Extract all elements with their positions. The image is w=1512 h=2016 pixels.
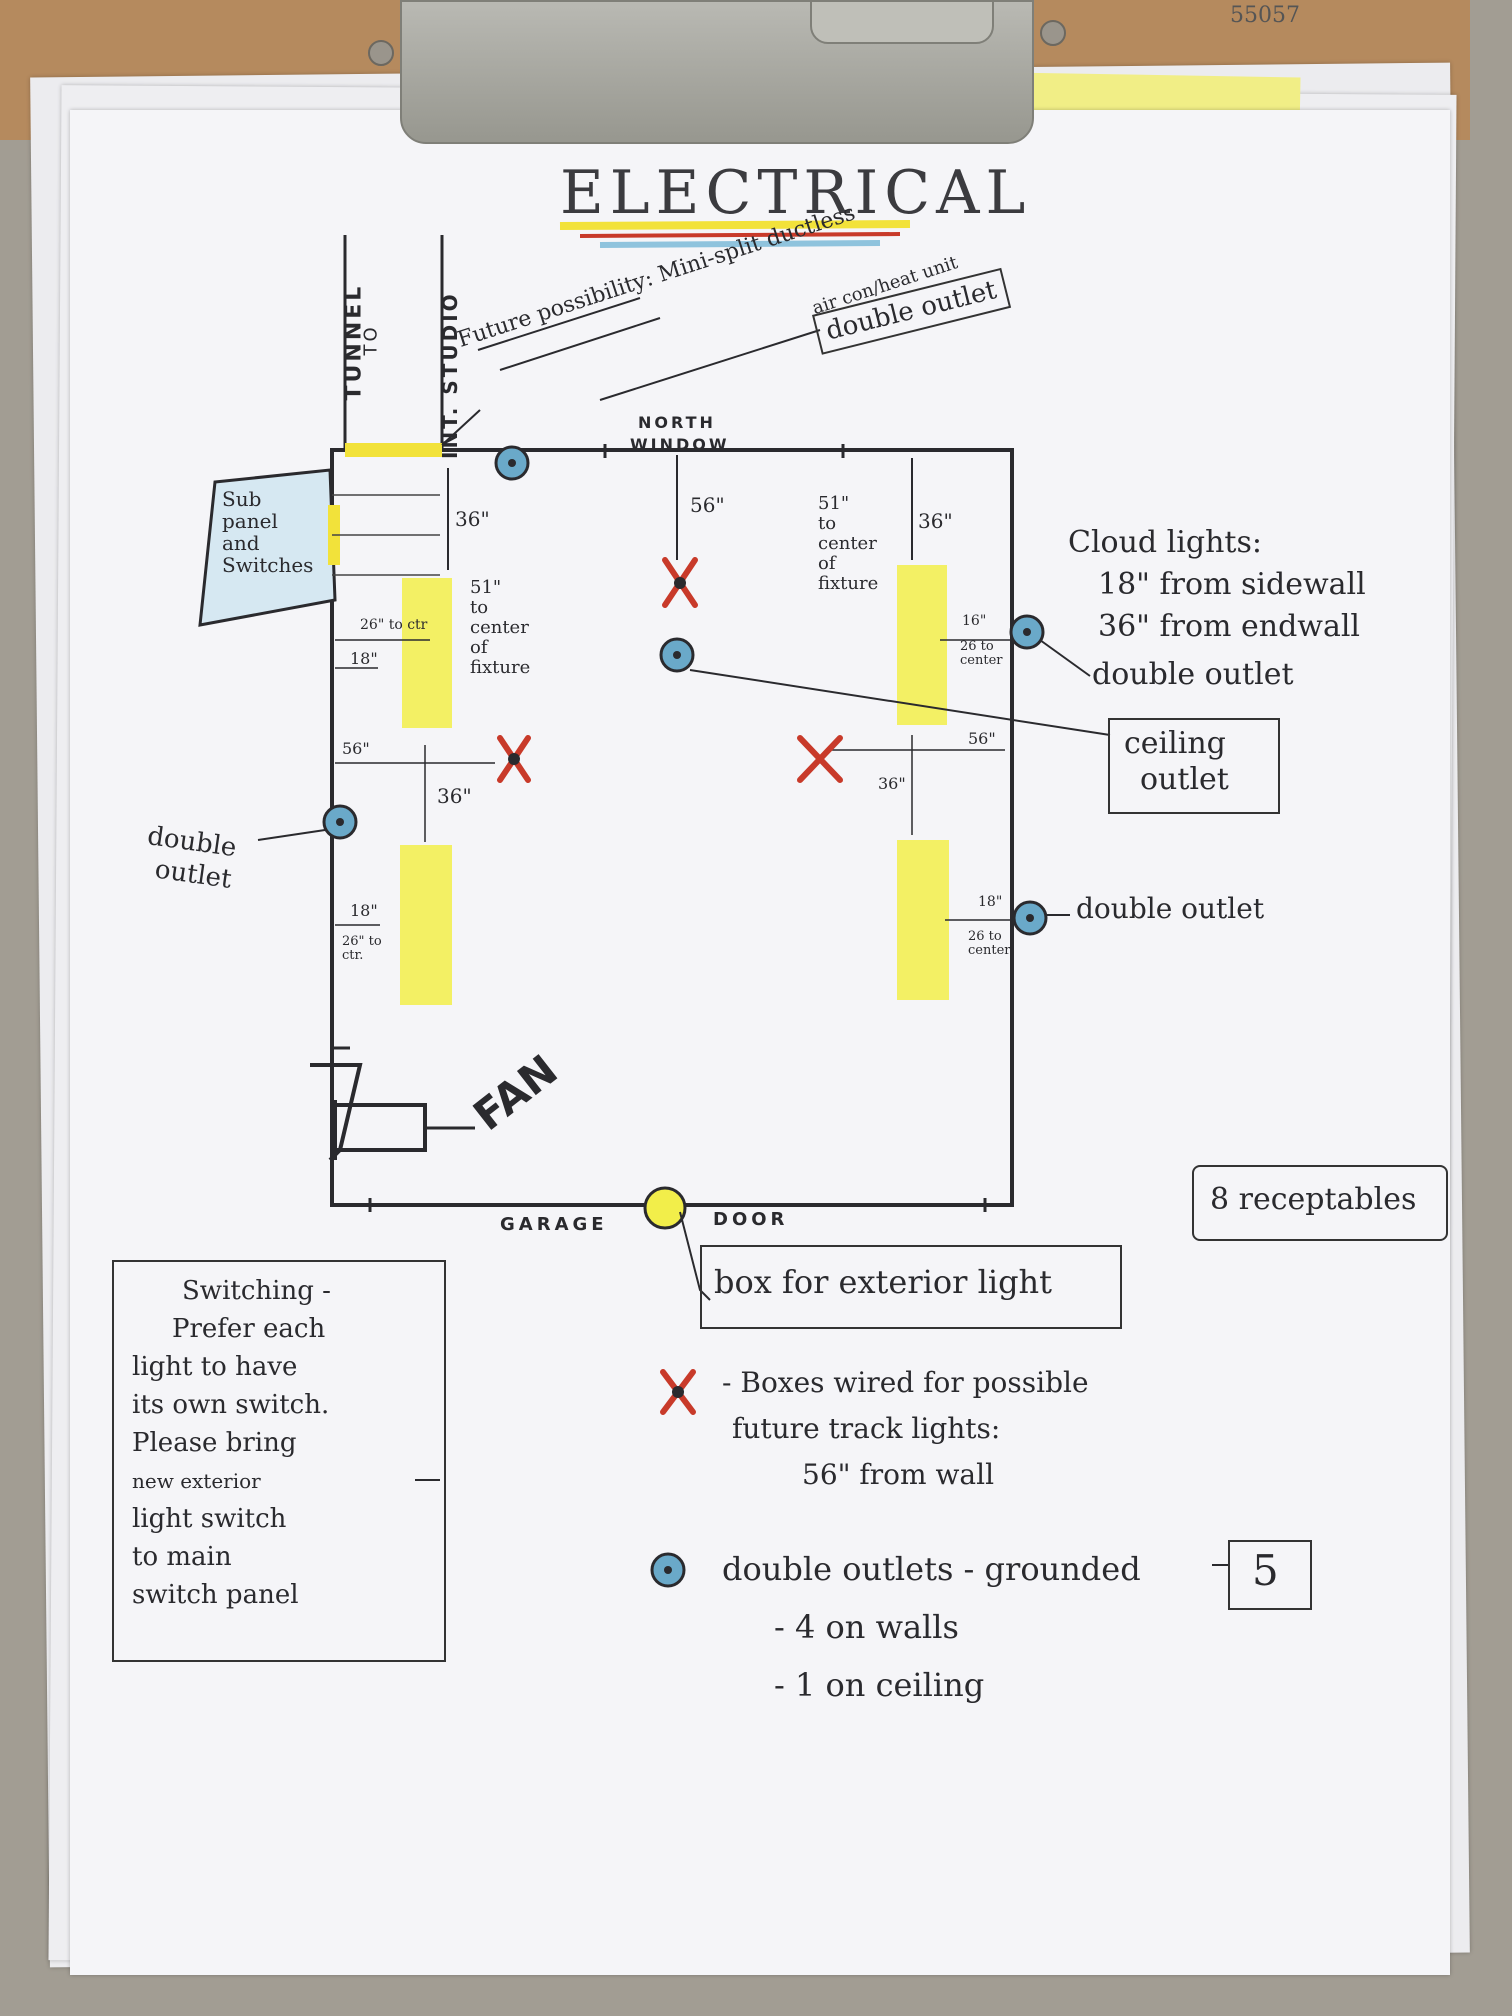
ceiling-outlet-label: ceiling outlet [1124, 726, 1229, 797]
switching-box: Switching - Prefer each light to have it… [112, 1260, 446, 1662]
dim-26-left-bottom: 26" to ctr. [342, 934, 382, 964]
dim-56-right: 56" [968, 729, 996, 748]
dim-18-left-bottom: 18" [350, 901, 378, 920]
clipboard-corner-note: 55057 [1230, 3, 1300, 28]
subpanel-label: Sub panel and Switches [222, 487, 314, 577]
dim-56-top: 56" [690, 493, 725, 517]
clip-hinge [810, 0, 994, 44]
cloud-lights-note: Cloud lights: 18" from sidewall 36" from… [1068, 525, 1366, 644]
north-label: NORTH [638, 413, 716, 432]
legend-track-lights: - Boxes wired for possible future track … [722, 1366, 1089, 1491]
dim-26-left-top: 26" to ctr [360, 617, 428, 633]
tunnel-to-label: TO [360, 324, 382, 356]
right-outlet-bottom-label: double outlet [1076, 892, 1265, 925]
studio-label: INT. STUDIO [438, 291, 462, 459]
dim-26-right-bottom: 26 to center [968, 929, 1011, 959]
clip-rivet-left [368, 40, 394, 66]
exterior-light-box: box for exterior light [700, 1245, 1122, 1329]
left-outlet-label: double outlet [145, 821, 239, 895]
legend-count: 5 [1252, 1546, 1279, 1595]
dim-18-right-bottom: 18" [978, 894, 1003, 910]
dim-56-left: 56" [342, 739, 370, 758]
dim-51-left: 51" to center of fixture [470, 577, 531, 678]
dim-36-left-mid: 36" [437, 784, 472, 808]
receptacles-box: 8 receptables [1192, 1165, 1448, 1241]
legend-count-box: 5 [1228, 1540, 1312, 1610]
ceiling-outlet-box: ceiling outlet [1108, 718, 1280, 814]
garage-label: GARAGE [500, 1214, 608, 1235]
door-label: DOOR [713, 1209, 789, 1230]
dim-51-right: 51" to center of fixture [818, 493, 879, 594]
right-outlet-top-label: double outlet [1092, 657, 1294, 692]
exterior-light-label: box for exterior light [714, 1263, 1053, 1301]
clip-rivet-right [1040, 20, 1066, 46]
legend-outlets: double outlets - grounded - 4 on walls -… [722, 1550, 1141, 1704]
window-label: WINDOW [630, 435, 730, 454]
diagram-title: ELECTRICAL [560, 158, 1032, 228]
main-sheet [70, 110, 1450, 1975]
dim-26-right-top: 26 to center [960, 639, 1003, 669]
switching-notes: Switching - Prefer each light to have it… [132, 1276, 331, 1610]
dim-36-left-top: 36" [455, 507, 490, 531]
receptacles-label: 8 receptables [1210, 1182, 1417, 1217]
dim-36-right-top: 36" [918, 509, 953, 533]
dim-16-right: 16" [962, 613, 987, 629]
dim-18-left-top: 18" [350, 649, 378, 668]
dim-36-right-mid: 36" [878, 774, 906, 793]
